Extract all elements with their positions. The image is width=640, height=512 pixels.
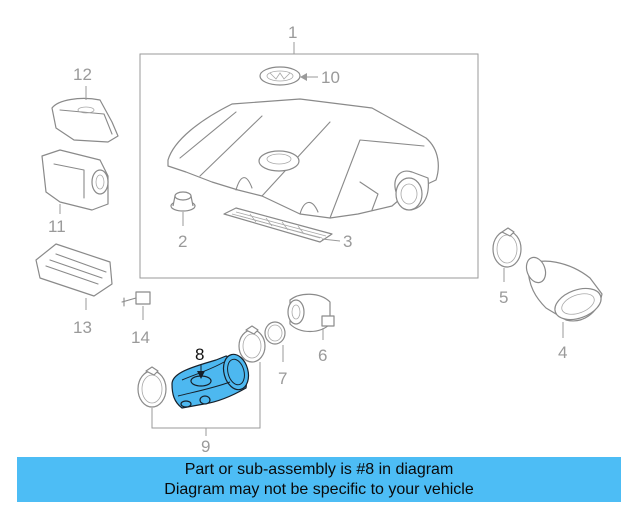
part-13-intake-snorkel[interactable] [35,243,113,297]
callout-1[interactable]: 1 [288,23,297,42]
callout-13[interactable]: 13 [73,318,92,337]
part-4-intake-duct[interactable] [523,255,605,326]
part-1-engine-cover[interactable] [167,98,439,219]
callout-2[interactable]: 2 [178,232,187,251]
assembly-box-1 [139,53,479,279]
banner-line-1: Part or sub-assembly is #8 in diagram [184,461,454,478]
leader-3 [321,238,341,242]
callout-4[interactable]: 4 [558,343,567,362]
info-banner: Part or sub-assembly is #8 in diagram Di… [17,457,621,502]
callout-12[interactable]: 12 [73,65,92,84]
part-7-seal-ring[interactable] [264,321,286,345]
callout-3[interactable]: 3 [343,232,352,251]
leader-8-arrow [197,371,205,379]
part-5-clamp[interactable] [492,227,522,268]
callout-14[interactable]: 14 [131,328,150,347]
part-10-emblem[interactable] [259,66,301,86]
part-3-air-filter[interactable] [223,207,333,243]
callout-8[interactable]: 8 [195,345,204,364]
part-9-clamp-right[interactable] [238,325,266,363]
callout-6[interactable]: 6 [318,346,327,365]
callout-10[interactable]: 10 [321,68,340,87]
part-1-outlet-duct[interactable] [394,170,429,211]
leader-10-arrow [300,73,307,81]
part-14-clip[interactable] [121,291,151,307]
part-2-grommet[interactable] [170,191,196,212]
callout-5[interactable]: 5 [499,288,508,307]
exploded-parts-diagram: 1 10 [35,23,605,455]
part-11-air-housing[interactable] [41,149,109,211]
callout-11[interactable]: 11 [48,217,66,236]
part-12-housing-cover[interactable] [51,97,119,143]
callout-7[interactable]: 7 [278,369,287,388]
callout-9[interactable]: 9 [201,437,210,455]
part-8-intake-hose-highlighted[interactable] [171,352,252,409]
part-9-clamp-left[interactable] [137,366,167,408]
banner-line-2: Diagram may not be specific to your vehi… [164,481,474,498]
part-6-maf-sensor[interactable] [287,293,335,333]
